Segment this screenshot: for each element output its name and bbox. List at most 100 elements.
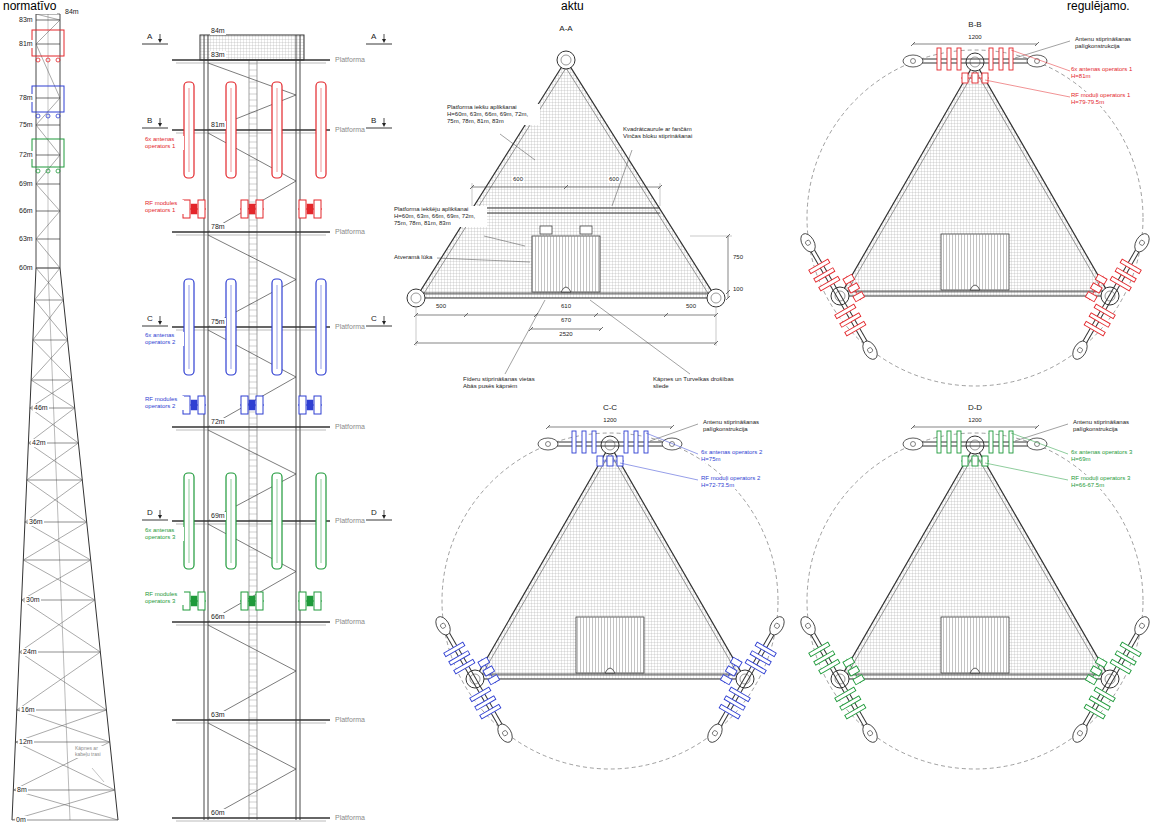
ladder-rung (249, 778, 257, 779)
antenna-symbol (321, 88, 322, 172)
bracket-bar (810, 625, 872, 732)
ladder-rung (249, 544, 257, 545)
height-label: 66m (18, 207, 34, 215)
platform-line (172, 231, 330, 233)
ladder-rung (249, 172, 257, 173)
antenna-symbol (277, 285, 278, 369)
rf-module-symbol (843, 657, 855, 667)
drawing-line (36, 44, 60, 45)
antenna-symbol (957, 48, 961, 70)
drawing-line (35, 300, 68, 340)
antenna-mount (860, 722, 880, 745)
height-label: 69m (210, 512, 226, 520)
leader-line (646, 433, 698, 454)
operator-label: 6x antenas operators 1 H=81m (1070, 66, 1144, 80)
rf-module-symbol (249, 400, 255, 410)
rf-module-symbol (299, 396, 306, 414)
platform-label: Platforma (334, 618, 366, 626)
ladder-rung (249, 310, 257, 311)
platform-edge (847, 70, 1104, 292)
rf-module-symbol (307, 400, 313, 410)
antenna-symbol (444, 642, 465, 656)
drawing-line (19, 600, 95, 652)
height-label: 69m (18, 180, 34, 188)
rf-module-symbol (314, 592, 321, 610)
ladder-rung (249, 730, 257, 731)
dimension-tick (911, 42, 915, 46)
antenna-symbol (989, 48, 993, 70)
drawing-line (25, 522, 91, 560)
drawing-line (27, 480, 82, 481)
ladder-rung (249, 244, 257, 245)
ladder-rung (249, 628, 257, 629)
hatch-door (941, 234, 1009, 290)
drawing-line (36, 268, 60, 269)
ladder-rung (249, 736, 257, 737)
rf-module-symbol (307, 204, 313, 214)
drawing-line (13, 790, 118, 820)
tower-brace (208, 235, 296, 280)
callout-note: Antenu stiprināšanas palīgkonstrukcija (702, 419, 772, 433)
antenna-symbol (809, 642, 830, 656)
rf-module-symbol (1085, 675, 1097, 685)
antenna-mount (1077, 347, 1084, 354)
extension-line (690, 236, 732, 237)
rf-module-symbol (191, 400, 197, 410)
antenna-mount (867, 730, 874, 737)
antenna-symbol (184, 82, 194, 178)
antenna-symbol (809, 259, 830, 273)
dimension-tick (1035, 42, 1039, 46)
platform-line (172, 621, 330, 623)
drawing-line (19, 652, 106, 710)
page-text: regulējamo. (1066, 0, 1131, 14)
drawing-line (33, 300, 63, 340)
height-label: 72m (18, 151, 34, 159)
drawing-line (33, 340, 68, 341)
antenna-symbol (937, 431, 941, 453)
extension-line (660, 183, 661, 206)
dimension-line (416, 343, 716, 344)
antenna-symbol (644, 431, 648, 453)
tower-brace (208, 625, 296, 671)
arrow-head (158, 123, 162, 127)
rf-module-symbol (843, 274, 855, 284)
drawing-line (28, 443, 82, 480)
rf-module-symbol (256, 200, 263, 218)
ladder-rung (249, 538, 257, 539)
platform-line (176, 330, 326, 331)
antenna-symbol (277, 88, 278, 172)
antenna-mount (662, 438, 682, 450)
ladder-rung (249, 682, 257, 683)
antenna-symbol (277, 479, 278, 563)
dimension-line (416, 315, 716, 316)
height-label: 60m (18, 264, 34, 272)
operator-label: 6x antenas operators 3 (144, 527, 184, 541)
antenna-mount (903, 438, 923, 450)
antenna-symbol (189, 479, 190, 563)
drawing-line (12, 820, 118, 821)
dimension-line (728, 236, 729, 298)
rf-module-symbol (56, 169, 60, 173)
rf-module-symbol (198, 200, 205, 218)
ladder-rung (249, 70, 257, 71)
ladder-rung (249, 466, 257, 467)
ladder-rung (249, 448, 257, 449)
antenna-symbol (947, 431, 951, 453)
antenna-symbol (470, 687, 491, 701)
ladder-rung (249, 148, 257, 149)
dimension-line (913, 44, 1037, 45)
hatch-door (576, 617, 644, 673)
antenna-symbol (321, 285, 322, 369)
height-label: 12m (18, 738, 34, 746)
antenna-symbol (184, 473, 194, 569)
bracket-bar (1078, 242, 1140, 349)
dimension-tick (1035, 425, 1039, 429)
dimension-tick (599, 327, 603, 331)
height-label: 63m (210, 711, 226, 719)
dimension-line (913, 427, 1037, 428)
antenna-mount (433, 614, 453, 637)
antenna-symbol (184, 279, 194, 375)
antenna-mount (1139, 622, 1146, 629)
drawing-line (36, 125, 60, 126)
platform-line (172, 129, 330, 131)
